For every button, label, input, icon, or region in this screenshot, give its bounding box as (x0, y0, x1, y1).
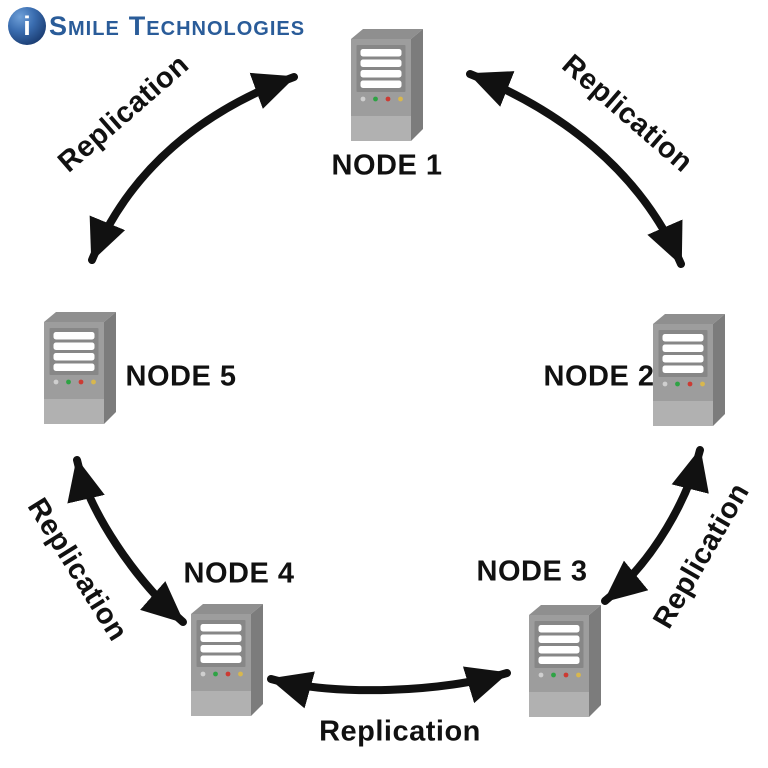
brand-word2-initial: T (128, 10, 147, 41)
brand-word1-initial: S (49, 10, 69, 41)
brand-word2-rest: ECHNOLOGIES (146, 17, 306, 40)
replication-label-node4-node3: Replication (319, 715, 481, 748)
brand-logo: i S MILE T ECHNOLOGIES (8, 7, 305, 45)
node-3-label: NODE 3 (476, 555, 588, 588)
brand-circle-icon: i (8, 7, 46, 45)
brand-icon-letter: i (23, 10, 31, 41)
brand-name: S MILE T ECHNOLOGIES (49, 10, 306, 41)
arrow-node4-node3 (267, 666, 511, 709)
server-icon-node-2 (653, 314, 725, 426)
server-icon-node-5 (44, 312, 116, 424)
server-icon-node-3 (529, 605, 601, 717)
node-1-label: NODE 1 (331, 149, 443, 182)
server-icon-node-1 (351, 29, 423, 141)
node-5-label: NODE 5 (125, 360, 237, 393)
arrow-node1-node2 (466, 70, 685, 268)
arrow-node5-node1 (88, 72, 298, 264)
node-4-label: NODE 4 (183, 557, 295, 590)
server-icon-node-4 (191, 604, 263, 716)
arrow-node2-node3 (601, 446, 709, 605)
node-2-label: NODE 2 (543, 360, 655, 393)
arrow-node5-node4 (67, 456, 187, 626)
brand-word1-rest: MILE (68, 17, 120, 40)
